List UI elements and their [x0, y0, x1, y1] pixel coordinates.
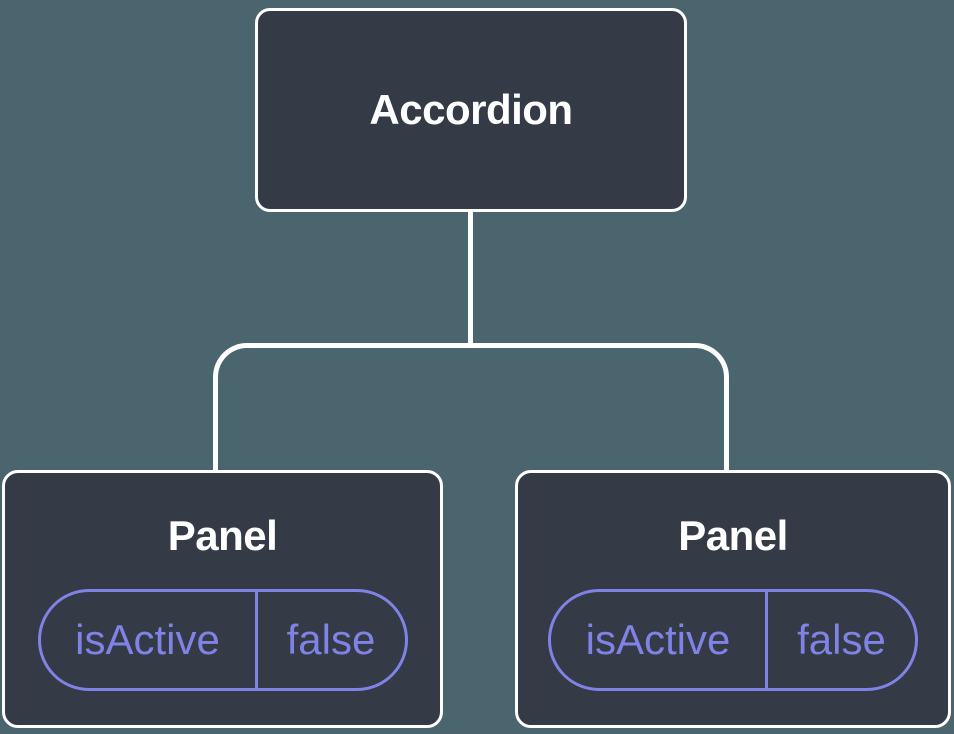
state-value: false: [286, 616, 376, 664]
connector-stem: [468, 210, 473, 348]
state-value: false: [797, 616, 886, 664]
panel-2-label: Panel: [678, 512, 788, 559]
connector-bracket: [213, 343, 729, 470]
state-key: isActive: [551, 592, 768, 689]
tree-node-panel-2: Panel isActive false: [515, 470, 951, 728]
panel-1-label: Panel: [167, 512, 278, 559]
accordion-node-label: Accordion: [369, 85, 573, 133]
panel-1-state-pill: isActive false: [37, 589, 408, 692]
state-key: isActive: [41, 592, 258, 689]
tree-node-panel-1: Panel isActive false: [2, 470, 443, 728]
panel-2-state-pill: isActive false: [548, 589, 918, 692]
tree-node-accordion: Accordion: [255, 8, 687, 212]
